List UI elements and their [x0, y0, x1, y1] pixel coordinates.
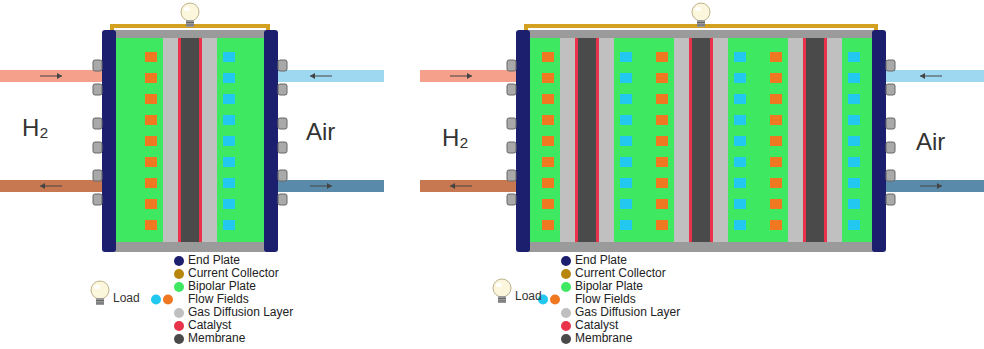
legend-text: End Plate: [188, 254, 240, 267]
legend-text: Membrane: [575, 332, 632, 345]
legend-row: Flow Fields: [561, 293, 636, 306]
legend-swatch: [561, 334, 571, 344]
legend-swatch: [174, 321, 184, 331]
legend-text: Catalyst: [188, 319, 231, 332]
legend-swatch: [174, 256, 184, 266]
gas-label: Air: [916, 130, 945, 154]
legend-row: Bipolar Plate: [561, 280, 643, 293]
legend-swatch: [174, 282, 184, 292]
legend-swatch: [561, 321, 571, 331]
legend-row: Membrane: [561, 332, 632, 345]
legend-swatch: [561, 269, 571, 279]
legend-row: Current Collector: [174, 267, 279, 280]
gas-label: H₂: [22, 116, 49, 140]
legend-text: Flow Fields: [188, 293, 249, 306]
legend-swatch: [561, 282, 571, 292]
legend-text: Gas Diffusion Layer: [575, 306, 680, 319]
legend-row: Catalyst: [174, 319, 231, 332]
legend-row: Gas Diffusion Layer: [174, 306, 293, 319]
legend-row: Flow Fields: [174, 293, 249, 306]
legend-text: Current Collector: [575, 267, 666, 280]
legend-spacer: [561, 295, 571, 305]
legend-spacer: [174, 295, 184, 305]
legend-text: Bipolar Plate: [188, 280, 256, 293]
legend-swatch: [561, 256, 571, 266]
legend-text: Bipolar Plate: [575, 280, 643, 293]
legend-row: Membrane: [174, 332, 245, 345]
legend-swatch: [561, 308, 571, 318]
gas-label: H₂: [442, 126, 469, 150]
legend-text: End Plate: [575, 254, 627, 267]
legend-text: Flow Fields: [575, 293, 636, 306]
load-label: Load: [515, 290, 542, 302]
load-label: Load: [113, 292, 140, 304]
legend-row: Bipolar Plate: [174, 280, 256, 293]
legend-text: Gas Diffusion Layer: [188, 306, 293, 319]
legend-row: End Plate: [174, 254, 240, 267]
legend-row: Gas Diffusion Layer: [561, 306, 680, 319]
legend-row: Catalyst: [561, 319, 618, 332]
gas-label: Air: [306, 120, 335, 144]
legend-row: End Plate: [561, 254, 627, 267]
legend-swatch: [174, 269, 184, 279]
legend-text: Current Collector: [188, 267, 279, 280]
legend-swatch: [174, 308, 184, 318]
legend-text: Membrane: [188, 332, 245, 345]
legend-text: Catalyst: [575, 319, 618, 332]
legend-swatch: [174, 334, 184, 344]
legend-row: Current Collector: [561, 267, 666, 280]
